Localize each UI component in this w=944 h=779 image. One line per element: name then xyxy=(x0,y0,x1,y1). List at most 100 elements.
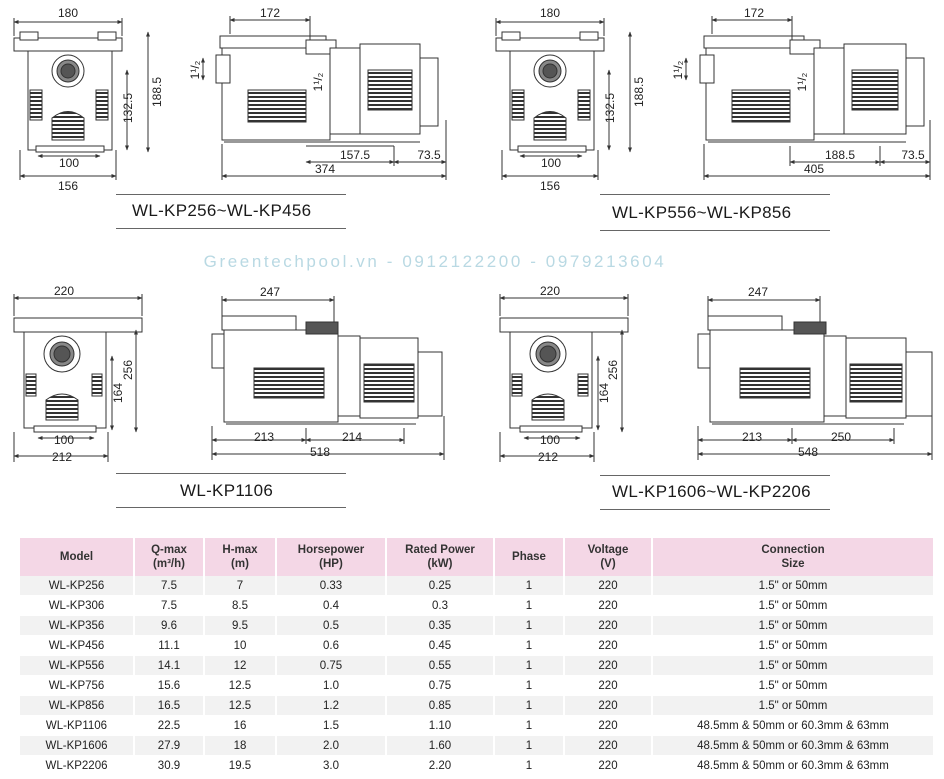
table-cell-voltage: 220 xyxy=(564,695,653,716)
model-rule-bottom-kp1106 xyxy=(116,507,346,508)
table-cell-phase: 1 xyxy=(494,576,565,596)
table-cell-connection-size: 1.5" or 50mm xyxy=(652,655,935,676)
column-header-phase: Phase xyxy=(494,538,565,576)
column-header-line2: (m³/h) xyxy=(153,558,185,570)
table-cell-connection-size: 1.5" or 50mm xyxy=(652,615,935,636)
table-cell-voltage: 220 xyxy=(564,715,653,736)
dim-kp556-front-height-total: 188.5 xyxy=(632,77,646,107)
column-header-line1: H-max xyxy=(222,544,258,556)
dim-kp256-side-length: 374 xyxy=(315,162,335,176)
drawing-kp1106 xyxy=(13,294,445,462)
table-cell-phase: 1 xyxy=(494,675,565,696)
dim-kp556-side-width-top: 172 xyxy=(744,6,764,20)
table-cell-h-max: 8.5 xyxy=(204,595,277,616)
dim-kp1106-side-b: 214 xyxy=(342,430,362,444)
column-header-voltage: Voltage(V) xyxy=(564,538,653,576)
dim-kp1606-front-height-total: 256 xyxy=(606,360,620,380)
table-cell-voltage: 220 xyxy=(564,755,653,776)
table-cell-horsepower: 3.0 xyxy=(276,755,387,776)
dim-kp556-side-b: 73.5 xyxy=(901,148,925,162)
column-header-line1: Q-max xyxy=(151,544,187,556)
table-cell-model: WL-KP1606 xyxy=(20,735,135,756)
table-cell-q-max: 16.5 xyxy=(134,695,205,716)
table-cell-voltage: 220 xyxy=(564,576,653,596)
dim-kp1106-side-length: 518 xyxy=(310,445,330,459)
model-rule-top-kp1106 xyxy=(116,473,346,474)
column-header-line1: Phase xyxy=(512,551,546,563)
dim-kp1606-side-b: 250 xyxy=(831,430,851,444)
dim-kp556-side-outlet: 1¹/₂ xyxy=(795,72,809,91)
table-cell-h-max: 7 xyxy=(204,576,277,596)
side-view-kp1106 xyxy=(211,296,445,460)
column-header-rated-power: Rated Power(kW) xyxy=(386,538,495,576)
table-cell-connection-size: 48.5mm & 50mm or 60.3mm & 63mm xyxy=(652,755,935,776)
table-cell-model: WL-KP856 xyxy=(20,695,135,716)
table-cell-horsepower: 0.75 xyxy=(276,655,387,676)
table-cell-voltage: 220 xyxy=(564,735,653,756)
column-header-line2: (V) xyxy=(600,558,616,570)
column-header-h-max: H-max (m) xyxy=(204,538,277,576)
front-view-kp1106 xyxy=(13,294,143,462)
column-header-line2: (kW) xyxy=(427,558,453,570)
model-rule-top-kp256 xyxy=(116,194,346,195)
table-cell-phase: 1 xyxy=(494,715,565,736)
table-cell-horsepower: 2.0 xyxy=(276,735,387,756)
table-cell-model: WL-KP1106 xyxy=(20,715,135,736)
table-cell-horsepower: 1.2 xyxy=(276,695,387,716)
drawing-kp256 xyxy=(13,16,447,180)
model-label-kp256: WL-KP256~WL-KP456 xyxy=(132,201,312,220)
table-cell-voltage: 220 xyxy=(564,675,653,696)
dim-kp1606-front-height-inner: 164 xyxy=(597,383,611,403)
table-cell-q-max: 9.6 xyxy=(134,615,205,636)
column-header-line2: Size xyxy=(781,558,805,570)
table-cell-rated-power: 0.45 xyxy=(386,635,495,656)
model-rule-top-kp1606 xyxy=(600,475,830,476)
table-cell-connection-size: 1.5" or 50mm xyxy=(652,576,935,596)
table-cell-rated-power: 0.55 xyxy=(386,655,495,676)
dim-kp556-side-inlet: 1¹/₂ xyxy=(671,60,685,79)
side-view-kp256 xyxy=(201,16,447,180)
column-header-line1: Connection xyxy=(761,544,825,556)
dim-kp1106-front-width-inner: 100 xyxy=(54,433,74,447)
dim-kp256-side-b: 73.5 xyxy=(417,148,441,162)
table-cell-rated-power: 0.35 xyxy=(386,615,495,636)
dim-kp256-side-inlet: 1¹/₂ xyxy=(188,60,202,79)
column-header-line2: (m) xyxy=(231,558,249,570)
dim-kp1106-front-width-top: 220 xyxy=(54,284,74,298)
table-cell-h-max: 9.5 xyxy=(204,615,277,636)
table-cell-phase: 1 xyxy=(494,655,565,676)
column-header-line1: Model xyxy=(59,551,94,563)
table-cell-connection-size: 48.5mm & 50mm or 60.3mm & 63mm xyxy=(652,715,935,736)
table-cell-h-max: 10 xyxy=(204,635,277,656)
dim-kp1106-side-a: 213 xyxy=(254,430,274,444)
watermark: Greentechpool.vn - 0912122200 - 09792136… xyxy=(203,252,667,271)
table-header-row: Model Q-max (m³/h) H-max (m) Horsepower(HP)Ra… xyxy=(20,538,935,576)
table-cell-model: WL-KP756 xyxy=(20,675,135,696)
dim-kp256-front-width-top: 180 xyxy=(58,6,78,20)
table-cell-phase: 1 xyxy=(494,735,565,756)
table-cell-connection-size: 48.5mm & 50mm or 60.3mm & 63mm xyxy=(652,735,935,756)
table-cell-q-max: 14.1 xyxy=(134,655,205,676)
dim-kp1606-side-a: 213 xyxy=(742,430,762,444)
dim-kp1606-side-width-top: 247 xyxy=(748,285,768,299)
table-cell-horsepower: 0.33 xyxy=(276,576,387,596)
table-cell-rated-power: 1.60 xyxy=(386,735,495,756)
table-cell-phase: 1 xyxy=(494,755,565,776)
table-cell-model: WL-KP306 xyxy=(20,595,135,616)
table-cell-connection-size: 1.5" or 50mm xyxy=(652,675,935,696)
table-cell-voltage: 220 xyxy=(564,635,653,656)
front-view-kp556 xyxy=(495,18,632,180)
table-cell-voltage: 220 xyxy=(564,595,653,616)
table-cell-q-max: 22.5 xyxy=(134,715,205,736)
column-header-line2: (HP) xyxy=(319,558,343,570)
dim-kp556-front-width-top: 180 xyxy=(540,6,560,20)
column-header-horsepower: Horsepower(HP) xyxy=(276,538,387,576)
